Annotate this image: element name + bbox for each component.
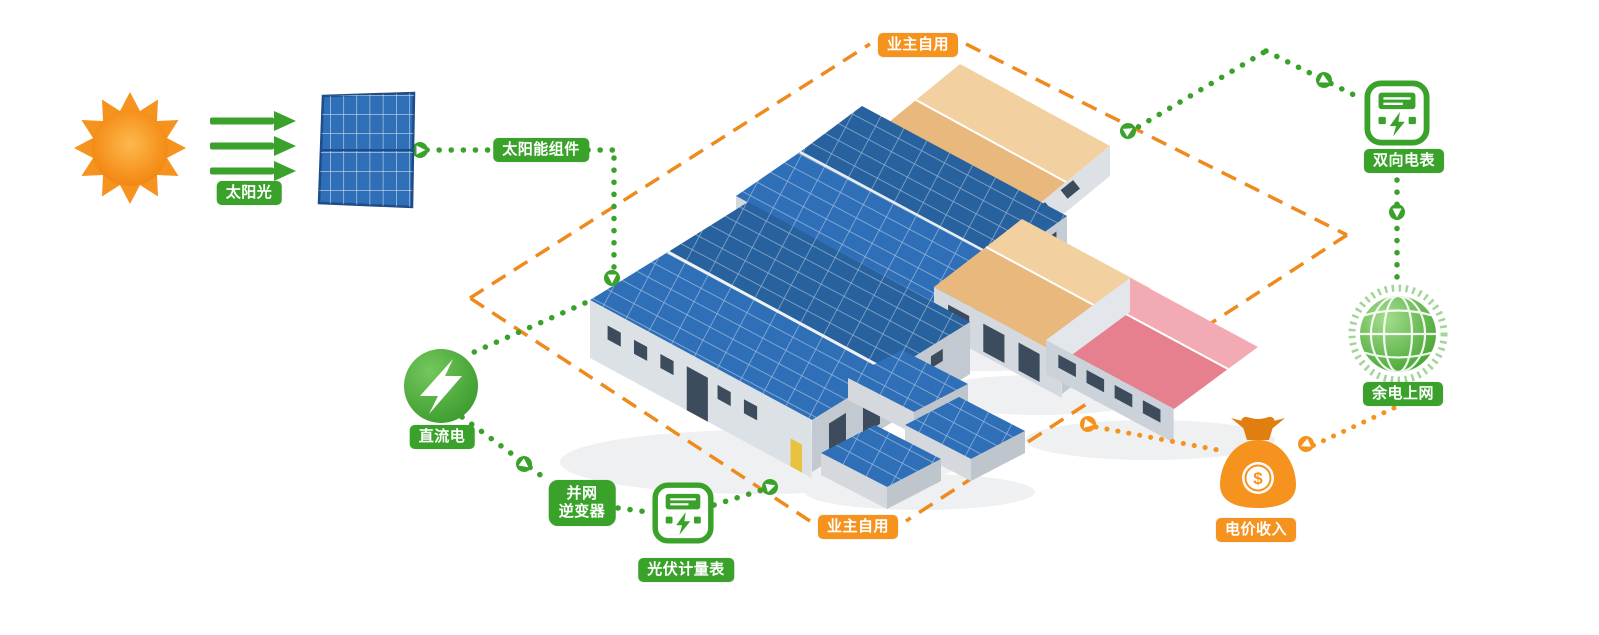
building-blue-front xyxy=(590,202,971,478)
flow-marker-icon xyxy=(604,270,620,286)
label-grid-tie-inverter-line1: 并网 xyxy=(566,485,598,502)
label-owner-self-use-top: 业主自用 xyxy=(877,33,959,57)
bidirectional-meter-icon xyxy=(1367,83,1426,142)
solar-carport-boxes xyxy=(821,350,1025,509)
sun-icon xyxy=(74,92,186,204)
label-grid-tie-inverter-line2: 逆变器 xyxy=(558,503,606,520)
flow-marker-icon xyxy=(1295,433,1317,455)
pv-meter-icon xyxy=(655,485,711,541)
label-bidirectional-meter: 双向电表 xyxy=(1363,149,1445,173)
label-surplus-to-grid: 余电上网 xyxy=(1362,382,1444,406)
dollar-symbol: $ xyxy=(1253,469,1263,488)
money-bag-icon: $ xyxy=(1220,416,1296,508)
label-sunlight: 太阳光 xyxy=(216,181,282,205)
dc-power-icon xyxy=(404,349,478,423)
connectors-orange xyxy=(1093,405,1397,453)
solar-panel-icon xyxy=(317,91,416,209)
flow-marker-icon xyxy=(412,142,428,158)
state-grid-globe-icon xyxy=(1348,284,1448,384)
label-tariff-income: 电价收入 xyxy=(1215,518,1297,542)
label-pv-meter: 光伏计量表 xyxy=(638,558,734,582)
building-pink xyxy=(1046,278,1258,443)
label-grid-tie-inverter: 并网 逆变器 xyxy=(548,480,616,526)
label-owner-self-use-bottom: 业主自用 xyxy=(817,515,899,539)
flow-marker-icon xyxy=(512,452,536,476)
flow-marker-icon xyxy=(1313,69,1335,91)
globe-text-ring xyxy=(1348,284,1448,384)
flow-marker-icon xyxy=(1389,204,1405,220)
flow-marker-icon xyxy=(1117,120,1139,142)
label-dc-power: 直流电 xyxy=(409,425,475,449)
sunlight-arrows-icon xyxy=(210,111,296,181)
label-solar-module: 太阳能组件 xyxy=(493,138,589,162)
